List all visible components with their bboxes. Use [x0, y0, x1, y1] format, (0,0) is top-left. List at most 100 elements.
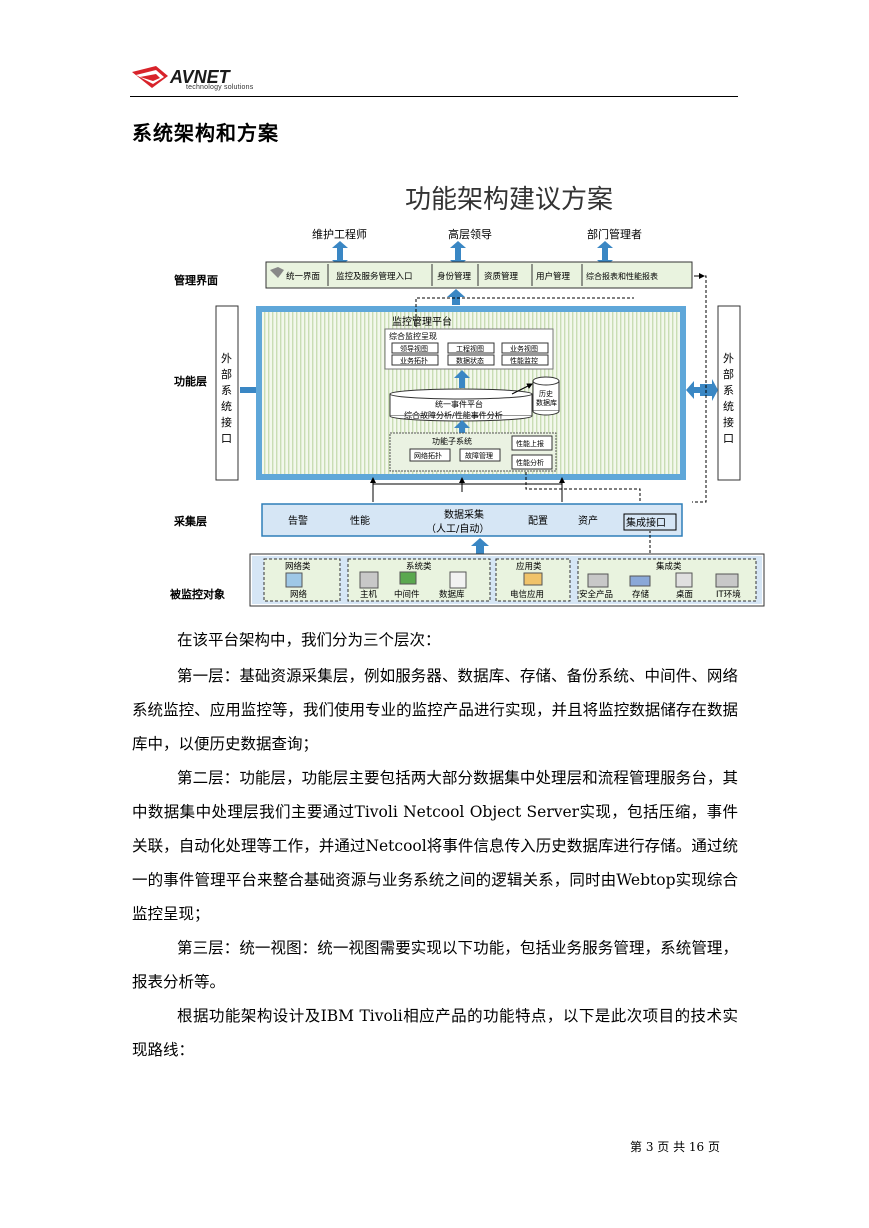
- group-network-title: 网络类: [285, 561, 311, 572]
- collect-item-asset: 资产: [578, 514, 598, 527]
- display-item-perf-monitor: 性能监控: [510, 356, 538, 365]
- perf-item-report: 性能上报: [516, 439, 544, 448]
- svg-text:外: 外: [723, 352, 734, 365]
- application-item-telecom: 电信应用: [510, 589, 544, 600]
- integration-item-security: 安全产品: [579, 589, 613, 600]
- integration-item-it-env: IT环境: [716, 589, 741, 600]
- collect-item-data-collection: 数据采集: [444, 508, 484, 521]
- history-db-label-1: 历史: [539, 389, 553, 398]
- paragraph-layer-3: 第三层：统一视图：统一视图需要实现以下功能，包括业务服务管理，系统管理，报表分析…: [132, 939, 738, 991]
- mgmt-bar: [265, 261, 693, 289]
- display-item-engineer-view: 工程视图: [456, 344, 484, 353]
- paragraph-layer-1: 第一层：基础资源采集层，例如服务器、数据库、存储、备份系统、中间件、网络系统监控…: [132, 667, 738, 753]
- database-icon: [449, 571, 467, 589]
- telecom-app-icon: [523, 572, 543, 586]
- paragraph-intro: 在该平台架构中，我们分为三个层次：: [177, 631, 441, 649]
- diagram-title: 功能架构建议方案: [405, 185, 613, 215]
- role-senior-leader: 高层领导: [448, 227, 492, 241]
- func-item-network-topology: 网络拓扑: [414, 451, 442, 460]
- group-network: [263, 558, 341, 602]
- system-item-database: 数据库: [439, 589, 465, 600]
- func-item-box-topology: [409, 448, 451, 462]
- mgmt-item-dividers: [327, 264, 583, 286]
- layer-label-collect: 采集层: [173, 514, 207, 528]
- external-interface-left: [215, 305, 239, 481]
- history-db-icon: [532, 376, 560, 416]
- svg-text:接: 接: [723, 416, 734, 429]
- header-rule: [130, 96, 738, 97]
- arrow-func-to-event: [454, 420, 470, 436]
- collect-item-config: 配置: [528, 515, 548, 527]
- mgmt-item-user: 用户管理: [536, 271, 571, 282]
- func-item-fault-mgmt: 故障管理: [465, 451, 493, 460]
- display-title: 综合监控呈现: [389, 331, 437, 341]
- collect-to-platform-lines: [372, 483, 563, 502]
- architecture-diagram: 功能架构建议方案 维护工程师 高层领导 部门管理者 管理界面 功能层 采集层 被…: [170, 185, 765, 607]
- role-maintenance-engineer: 维护工程师: [312, 227, 367, 241]
- func-item-box-fault: [459, 448, 501, 462]
- collect-item-integration: 集成接口: [626, 516, 666, 529]
- arrow-platform-to-mgmt: [447, 289, 465, 305]
- arrow-event-to-display: [454, 370, 470, 388]
- integration-item-desktop: 桌面: [676, 589, 694, 600]
- platform-title: 监控管理平台: [392, 315, 452, 328]
- perf-item-analysis: 性能分析: [516, 458, 544, 467]
- display-item-boxes: [391, 342, 549, 366]
- event-platform-label: 统一事件平台: [435, 399, 483, 409]
- external-left-text: 外部系 统接口: [221, 352, 232, 445]
- svg-text:口: 口: [221, 432, 232, 445]
- collect-item-manual-auto: （人工/自动）: [426, 522, 489, 535]
- arrow-right-external: [700, 379, 718, 401]
- arrow-monitored-to-collect: [471, 538, 489, 554]
- desktop-icon: [675, 572, 693, 588]
- svg-text:部: 部: [723, 367, 734, 381]
- middleware-icon: [399, 571, 417, 585]
- mgmt-item-reports: 综合报表和性能报表: [586, 271, 658, 281]
- mgmt-item-unified-ui: 统一界面: [286, 271, 321, 282]
- group-application-title: 应用类: [516, 561, 542, 572]
- arrow-to-history-db: [511, 383, 533, 395]
- network-icon: [285, 572, 303, 588]
- group-integration-title: 集成类: [656, 561, 682, 572]
- svg-text:部: 部: [221, 367, 232, 381]
- layer-label-func: 功能层: [174, 374, 207, 388]
- role-department-manager: 部门管理者: [587, 227, 642, 241]
- network-item-network: 网络: [290, 589, 308, 600]
- perf-item-box-analysis: [511, 454, 553, 470]
- page-number: 第 3 页 共 16 页: [630, 1140, 720, 1154]
- func-subsystem-title: 功能子系统: [432, 436, 472, 446]
- mgmt-item-monitoring-entry: 监控及服务管理入口: [336, 271, 413, 282]
- svg-text:口: 口: [723, 432, 734, 445]
- integration-interface-box: [623, 513, 677, 531]
- dashed-link-perf-collect: [525, 472, 641, 502]
- mgmt-item-qualification: 资质管理: [484, 271, 519, 282]
- external-interface-right: [717, 305, 741, 481]
- monitor-icon: [270, 267, 284, 278]
- svg-text:接: 接: [221, 416, 232, 429]
- system-item-host: 主机: [360, 589, 378, 600]
- arrow-right-external-in: [686, 381, 700, 399]
- display-item-business-topology: 业务拓扑: [400, 356, 428, 365]
- svg-text:系: 系: [221, 384, 232, 397]
- it-environment-icon: [715, 573, 739, 588]
- layer-label-monitored: 被监控对象: [170, 587, 225, 601]
- collect-bar: [261, 503, 683, 537]
- layer-label-mgmt: 管理界面: [174, 273, 218, 287]
- section-title: 系统架构和方案: [132, 121, 279, 145]
- display-item-business-view: 业务视图: [510, 344, 538, 353]
- collect-item-performance: 性能: [350, 514, 370, 527]
- logo-text: AVNET: [169, 67, 232, 87]
- svg-text:统: 统: [723, 400, 734, 413]
- mgmt-item-identity: 身份管理: [437, 271, 472, 282]
- event-analysis-label: 综合故障分析/性能事件分析: [404, 410, 503, 420]
- logo-subtitle: technology solutions: [186, 84, 254, 91]
- group-system-title: 系统类: [406, 561, 432, 572]
- svg-text:系: 系: [723, 384, 734, 397]
- role-arrows: [332, 241, 613, 267]
- integration-item-storage: 存储: [632, 589, 650, 600]
- event-platform-disk: [389, 388, 533, 422]
- security-product-icon: [587, 573, 609, 588]
- storage-icon: [629, 575, 651, 587]
- server-icon: [359, 571, 379, 589]
- perf-item-box-report: [511, 435, 553, 451]
